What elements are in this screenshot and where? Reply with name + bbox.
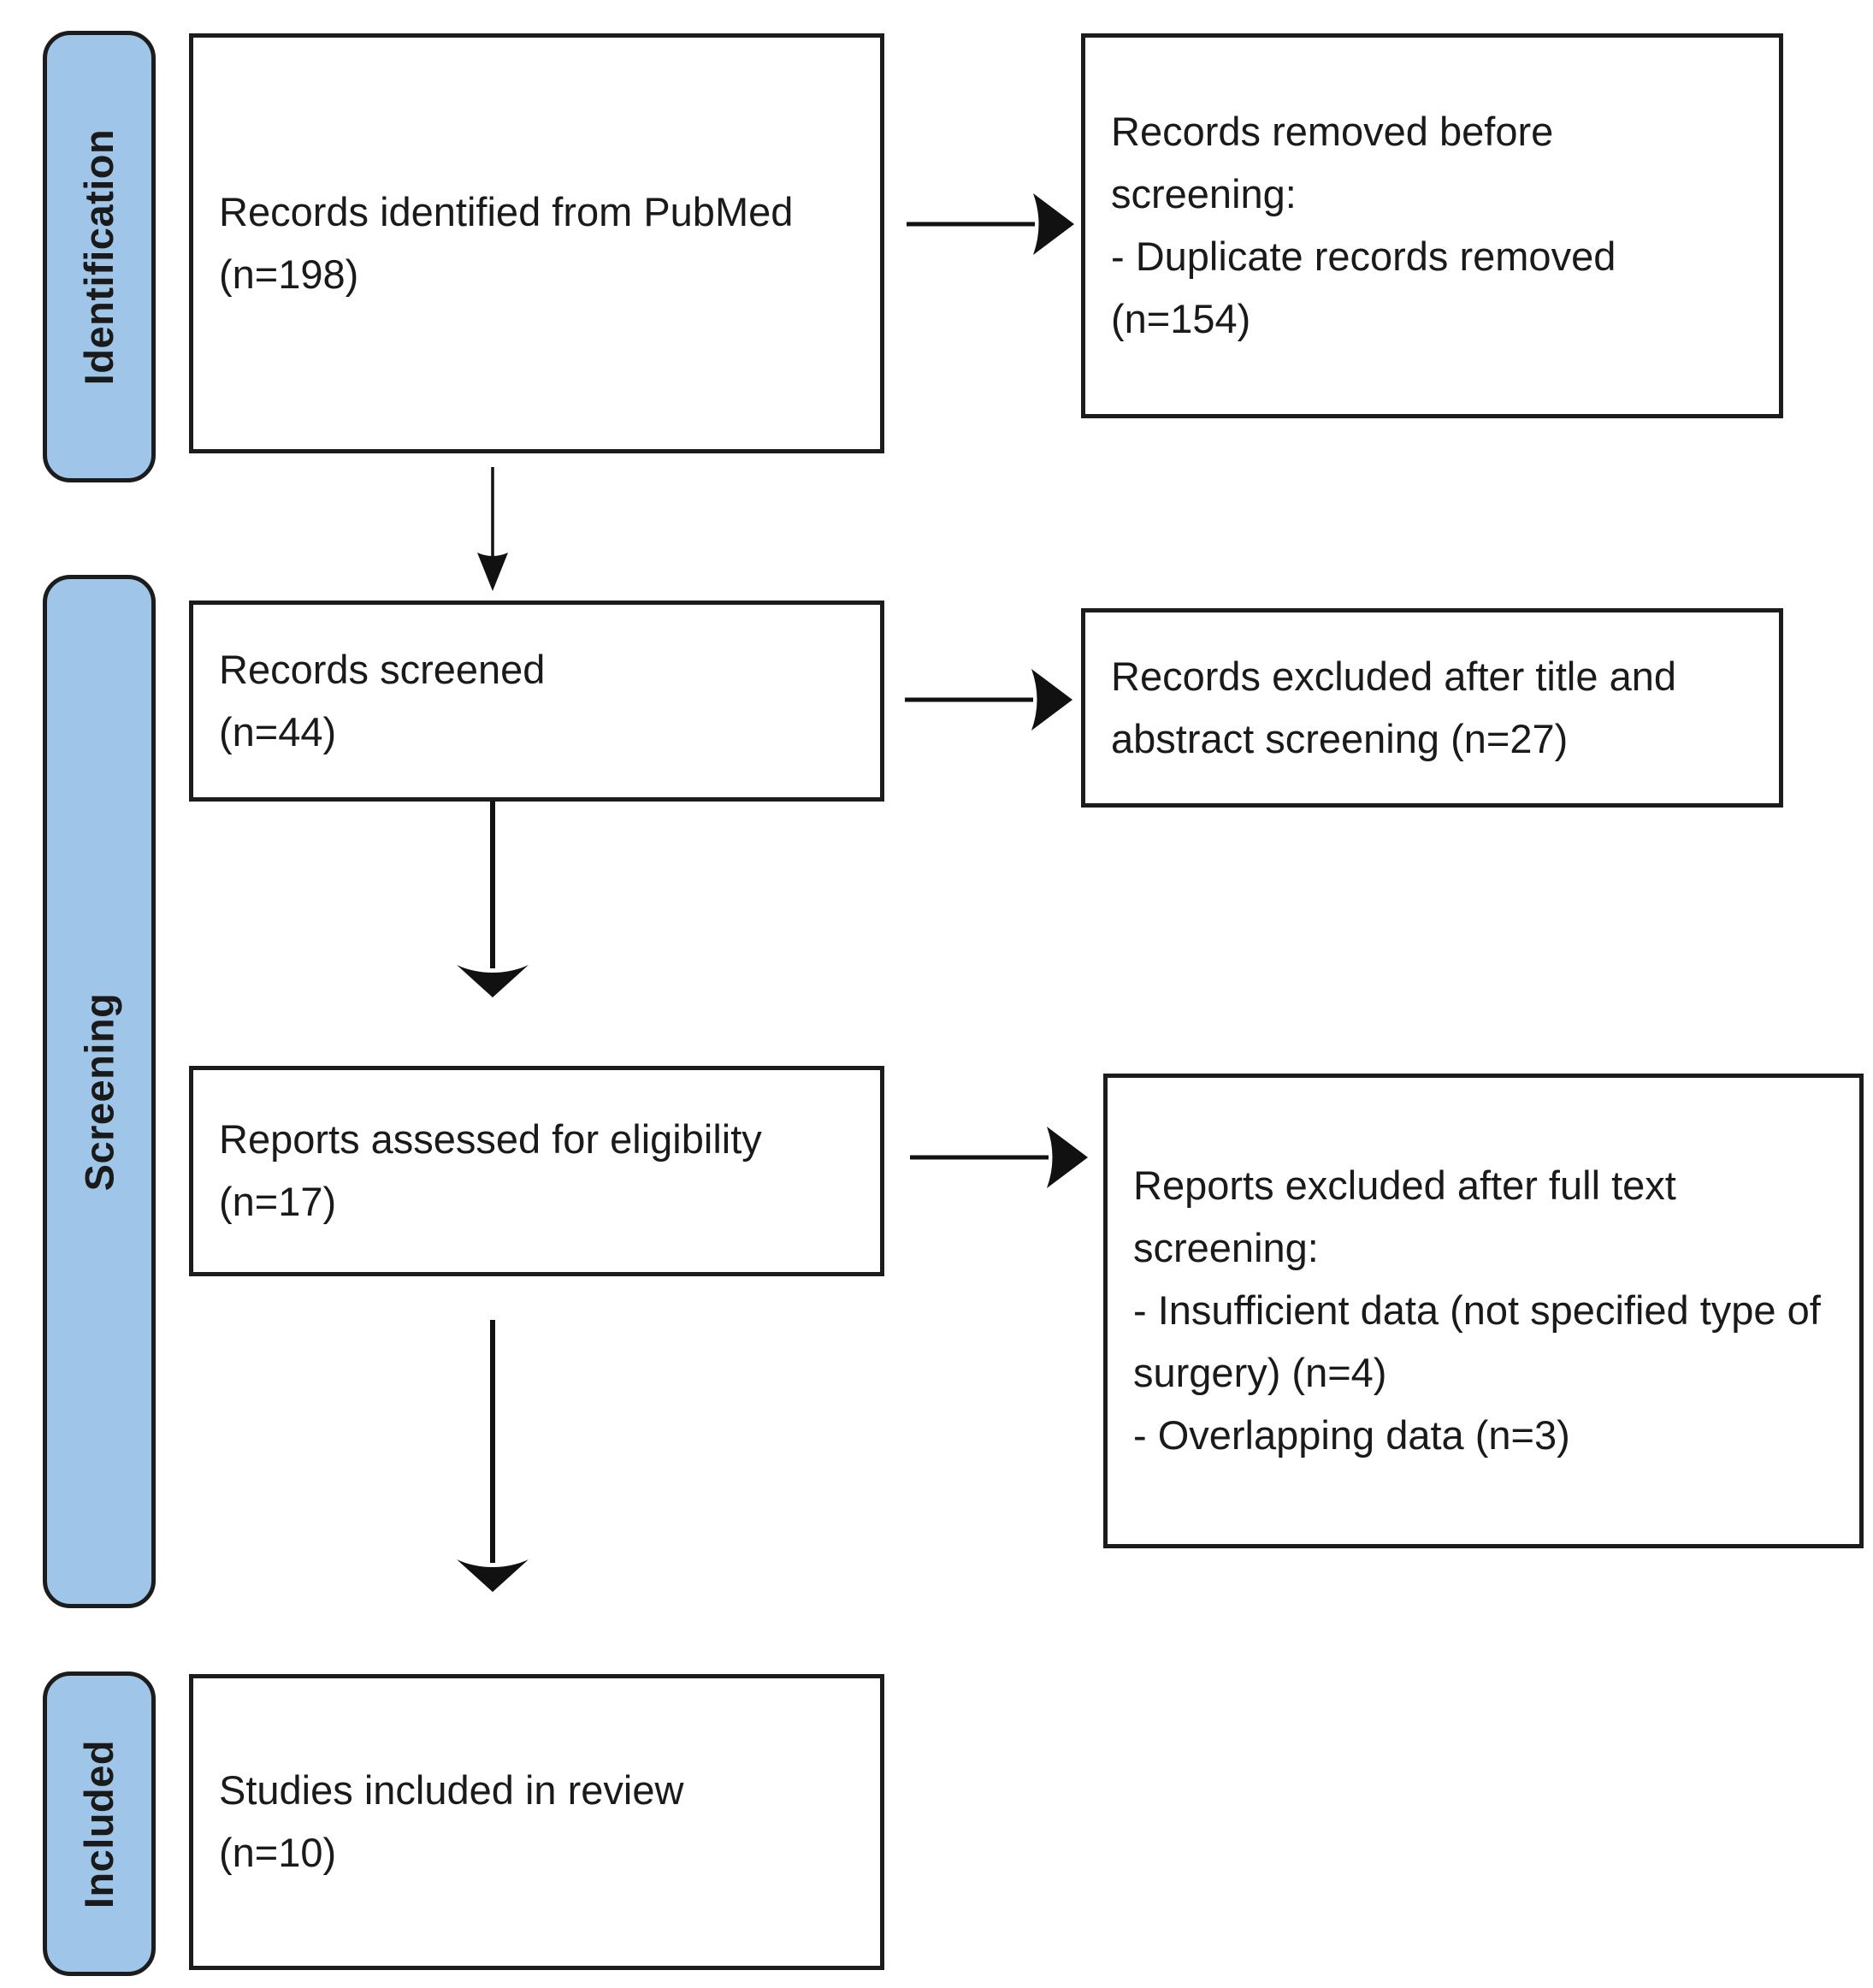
stage-label-identification: Identification [76,128,122,385]
box-studies-included: Studies included in review (n=10) [189,1674,884,1970]
down-arrow-screened-to-assessed-icon [457,801,529,997]
box-reports-assessed: Reports assessed for eligibility (n=17) [189,1066,884,1276]
stage-pill-identification: Identification [43,31,156,482]
box-records-excluded-title-abstract-text: Records excluded after title and abstrac… [1111,653,1676,761]
stage-label-screening: Screening [76,992,122,1191]
box-records-screened: Records screened (n=44) [189,601,884,802]
box-records-screened-text: Records screened (n=44) [219,646,546,754]
box-studies-included-text: Studies included in review (n=10) [219,1767,684,1875]
right-arrow-assessed-to-excluded-icon [910,1127,1088,1188]
right-arrow-identified-to-removed-icon [907,193,1074,255]
stage-pill-included: Included [43,1671,156,1976]
box-reports-excluded-fulltext: Reports excluded after full text screeni… [1103,1074,1864,1548]
box-records-excluded-title-abstract: Records excluded after title and abstrac… [1081,608,1783,808]
right-arrow-screened-to-excluded-icon [905,669,1072,731]
stage-pill-screening: Screening [43,575,156,1608]
box-records-identified-text: Records identified from PubMed (n=198) [219,188,794,297]
box-reports-assessed-text: Reports assessed for eligibility (n=17) [219,1116,762,1224]
box-records-removed-text: Records removed before screening: - Dupl… [1111,109,1616,341]
down-arrow-identified-to-screened-icon [477,467,508,591]
box-records-identified: Records identified from PubMed (n=198) [189,33,884,453]
box-records-removed: Records removed before screening: - Dupl… [1081,33,1783,418]
box-reports-excluded-fulltext-text: Reports excluded after full text screeni… [1133,1163,1821,1458]
stage-label-included: Included [76,1739,122,1908]
down-arrow-assessed-to-included-icon [457,1320,529,1592]
